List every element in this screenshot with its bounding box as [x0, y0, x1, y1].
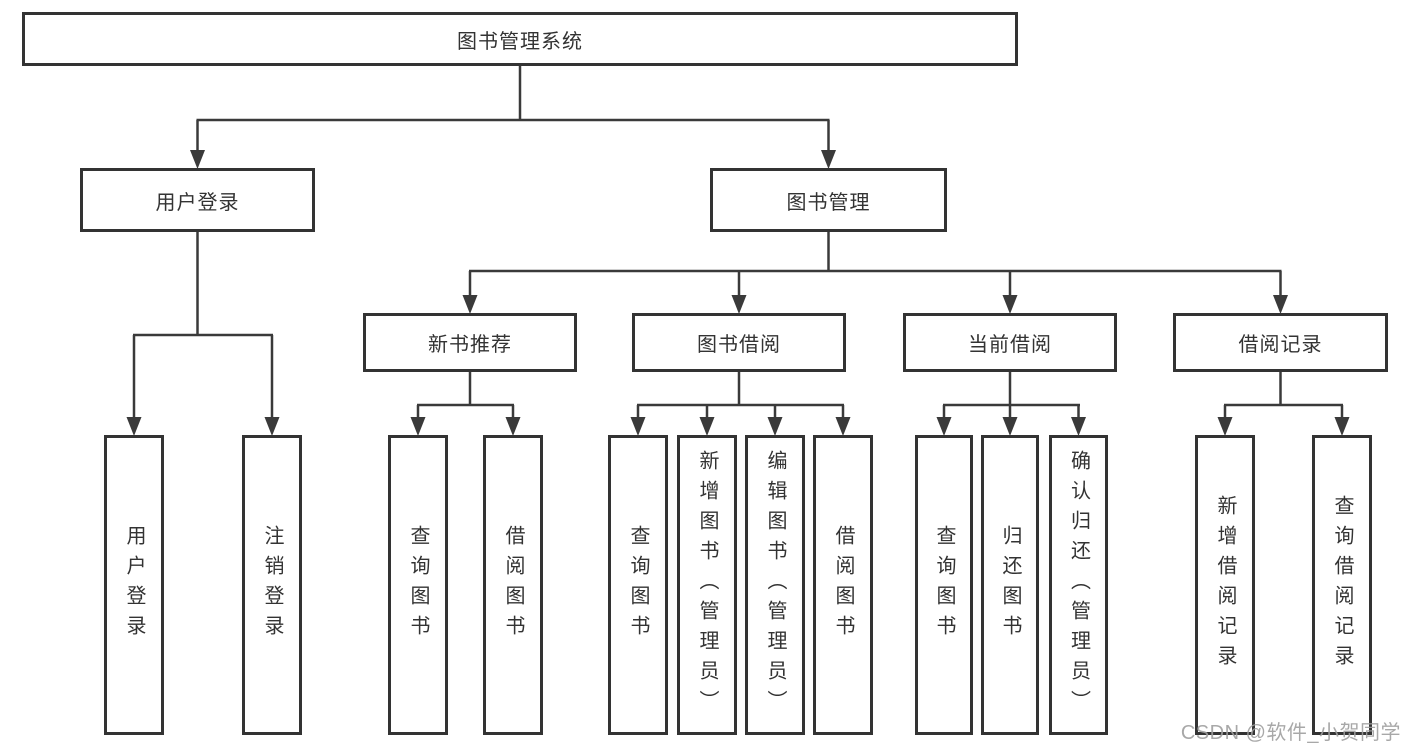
node-label: 当前借阅 [968, 334, 1052, 356]
arrowhead-icon [630, 417, 646, 436]
arrowhead-icon [505, 417, 521, 436]
node-label: 借阅图书 [832, 525, 854, 645]
arrowhead-icon [410, 417, 426, 436]
csdn-watermark: CSDN @软件_小贺同学 [1180, 722, 1401, 744]
node-label: 借阅记录 [1238, 334, 1323, 356]
node-label: 查询图书 [933, 525, 955, 645]
arrowhead-icon [264, 417, 280, 436]
leaf-borrow-books: 借阅图书 [813, 435, 873, 735]
node-label: 编辑图书（管理员） [764, 450, 786, 720]
node-label: 注销登录 [261, 525, 283, 645]
connector-borrow-to-leaves [630, 372, 851, 436]
arrowhead-icon [126, 417, 142, 436]
arrowhead-icon [1217, 417, 1233, 436]
node-user-login: 用户登录 [80, 168, 315, 232]
arrowhead-icon [767, 417, 783, 436]
node-current-borrow: 当前借阅 [903, 313, 1117, 372]
node-new-book-recommend: 新书推荐 [363, 313, 577, 372]
leaf-query-books-current: 查询图书 [915, 435, 973, 735]
node-label: 借阅图书 [502, 525, 524, 645]
arrowhead-icon [1002, 295, 1018, 314]
node-label: 归还图书 [999, 525, 1021, 645]
leaf-borrow-books-recommend: 借阅图书 [483, 435, 543, 735]
arrowhead-icon [1334, 417, 1350, 436]
node-root-system: 图书管理系统 [22, 12, 1018, 66]
leaf-edit-books-admin: 编辑图书（管理员） [745, 435, 805, 735]
arrowhead-icon [1273, 295, 1288, 314]
leaf-add-borrow-record: 新增借阅记录 [1195, 435, 1255, 735]
leaf-confirm-return-admin: 确认归还（管理员） [1049, 435, 1108, 735]
node-label: 查询借阅记录 [1331, 495, 1353, 675]
arrowhead-icon [1071, 417, 1086, 436]
leaf-user-login: 用户登录 [104, 435, 164, 735]
node-label: 新增图书（管理员） [696, 450, 718, 720]
node-label: 新书推荐 [428, 334, 512, 356]
leaf-return-books: 归还图书 [981, 435, 1039, 735]
arrowhead-icon [190, 150, 205, 169]
arrowhead-icon [699, 417, 715, 436]
arrowhead-icon [936, 417, 952, 436]
leaf-query-books-recommend: 查询图书 [388, 435, 448, 735]
arrowhead-icon [462, 295, 478, 314]
node-label: 图书管理 [786, 191, 871, 214]
leaf-logout: 注销登录 [242, 435, 302, 735]
arrowhead-icon [731, 295, 747, 314]
connector-current-to-leaves [936, 372, 1086, 436]
node-book-borrow: 图书借阅 [632, 313, 846, 372]
node-book-management: 图书管理 [710, 168, 947, 232]
leaf-query-borrow-record: 查询借阅记录 [1312, 435, 1372, 735]
connector-bookmgmt-to-level3 [462, 232, 1288, 314]
node-label: 图书管理系统 [457, 30, 583, 53]
node-label: 图书借阅 [697, 334, 781, 356]
connector-root-to-level2 [190, 66, 836, 169]
node-label: 查询图书 [407, 525, 429, 645]
node-label: 确认归还（管理员） [1067, 450, 1090, 720]
leaf-query-books-borrow: 查询图书 [608, 435, 668, 735]
connector-records-to-leaves [1217, 372, 1350, 436]
leaf-add-books-admin: 新增图书（管理员） [677, 435, 737, 735]
arrowhead-icon [1002, 417, 1018, 436]
node-label: 用户登录 [155, 191, 240, 214]
node-label: 用户登录 [123, 525, 145, 645]
arrowhead-icon [821, 150, 836, 169]
node-label: 新增借阅记录 [1214, 495, 1236, 675]
node-borrow-records: 借阅记录 [1173, 313, 1388, 372]
arrowhead-icon [835, 417, 851, 436]
connector-newbooks-to-leaves [410, 372, 521, 436]
node-label: 查询图书 [627, 525, 649, 645]
connector-login-to-leaves [126, 232, 280, 436]
